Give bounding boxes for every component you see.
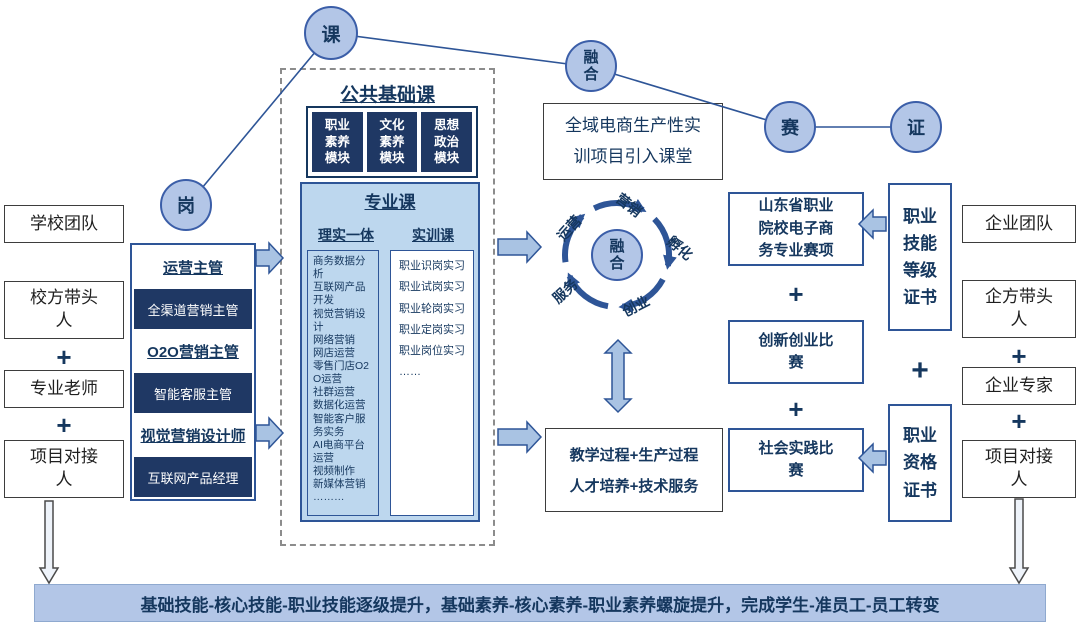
competition-box-social-practice: 社会实践比赛	[728, 428, 864, 492]
enterprise-leader-box: 企方带头人	[962, 280, 1076, 338]
internship-item: 职业识岗实习	[399, 260, 465, 272]
school-leader-box: 校方带头人	[4, 281, 124, 339]
course-item: AI电商平台运营	[313, 438, 365, 464]
arrow-enterprise-to-banner	[1008, 498, 1030, 585]
internship-item: 职业岗位实习	[399, 345, 465, 358]
arrow-curriculum-to-process	[497, 420, 543, 454]
cycle-label-service: 服务	[549, 275, 581, 307]
circle-certificate-label: 证	[907, 118, 925, 138]
course-item: 智能客户服务实务	[313, 412, 366, 438]
col-header-theory-practice: 理实一体	[318, 227, 374, 243]
circle-competition-label: 赛	[781, 118, 799, 138]
circle-course: 课	[304, 6, 358, 60]
training-project-box: 全域电商生产性实训项目引入课堂	[543, 103, 723, 180]
plus-sign: +	[788, 394, 804, 424]
arrow-school-to-banner	[38, 500, 60, 585]
internship-item: ……	[399, 366, 421, 379]
job-item: 运营主管	[134, 247, 252, 287]
fusion-cycle-label: 融合	[609, 237, 625, 272]
major-course-title: 专业课	[364, 193, 416, 212]
double-arrow-cycle-process	[603, 338, 633, 414]
job-item: 互联网产品经理	[134, 457, 252, 497]
course-item: 零售门店O2O运营	[313, 360, 370, 386]
enterprise-team-box: 企业团队	[962, 205, 1076, 243]
circle-certificate: 证	[890, 101, 942, 153]
enterprise-liaison-box: 项目对接人	[962, 440, 1076, 498]
col-header-training: 实训课	[412, 227, 454, 243]
public-course-title: 公共基础课	[339, 85, 435, 106]
circle-competition: 赛	[764, 101, 816, 153]
course-item: 数据化运营	[313, 399, 366, 412]
course-item: 新媒体营销	[313, 478, 366, 491]
competition-box-provincial: 山东省职业院校电子商务专业赛项	[728, 192, 864, 266]
cycle-label-entrepreneurship: 创业	[619, 292, 653, 320]
public-course-modules: 职业素养模块 文化素养模块 思想政治模块	[306, 106, 478, 178]
skill-certificate-box: 职业技能等级证书	[888, 183, 952, 331]
plus-sign: +	[56, 410, 72, 440]
long-down-arrows	[38, 498, 1030, 585]
curriculum-dashed-box	[280, 68, 495, 546]
course-item: ………	[313, 491, 345, 504]
internship-list: 职业识岗实习 职业试岗实习 职业轮岗实习 职业定岗实习 职业岗位实习 ……	[390, 250, 474, 516]
course-item: 网络营销	[313, 333, 355, 346]
internship-item: 职业轮岗实习	[399, 302, 465, 315]
module-item: 职业素养模块	[312, 112, 363, 172]
teaching-process-box: 教学过程+生产过程 人才培养+技术服务	[545, 428, 723, 512]
school-team-box: 学校团队	[4, 205, 124, 243]
course-item: 视频制作	[313, 465, 355, 477]
job-item: 视觉营销设计师	[134, 415, 252, 455]
cycle-label-incubation: 孵化	[664, 232, 696, 264]
plus-sign: +	[788, 279, 804, 309]
course-item: 网店运营	[313, 346, 355, 359]
course-item: 社群运营	[313, 386, 355, 399]
theory-practice-list: 商务数据分析 互联网产品开发 视觉营销设计 网络营销 网店运营 零售门店O2O运…	[307, 250, 379, 516]
arrow-jobs-to-curriculum-bottom	[255, 416, 285, 450]
plus-sign: +	[56, 342, 72, 372]
bottom-banner: 基础技能-核心技能-职业技能逐级提升，基础素养-核心素养-职业素养螺旋提升，完成…	[34, 584, 1046, 622]
process-line-1: 教学过程+生产过程	[569, 447, 699, 464]
circle-course-label: 课	[321, 24, 341, 46]
cycle-label-operation: 运营	[553, 212, 585, 244]
cycle-label-marketing: 营销	[613, 190, 645, 220]
circle-post: 岗	[160, 179, 212, 231]
plus-sign: +	[911, 354, 929, 387]
job-item: 智能客服主管	[134, 373, 252, 413]
job-item: O2O营销主管	[134, 331, 252, 371]
circle-fusion-label: 融合	[583, 48, 599, 83]
school-liaison-box: 项目对接人	[4, 440, 124, 498]
process-line-2: 人才培养+技术服务	[569, 478, 699, 495]
arrow-jobs-to-curriculum-top	[255, 241, 285, 275]
course-item: 视觉营销设计	[313, 307, 366, 333]
internship-item: 职业定岗实习	[399, 323, 465, 336]
job-item: 全渠道营销主管	[134, 289, 252, 329]
job-positions-box: 运营主管 全渠道营销主管 O2O营销主管 智能客服主管 视觉营销设计师 互联网产…	[130, 243, 256, 501]
qualification-certificate-box: 职业资格证书	[888, 404, 952, 522]
competition-box-innovation: 创新创业比赛	[728, 320, 864, 384]
circle-fusion: 融合	[565, 40, 617, 92]
course-item: 商务数据分析	[313, 255, 366, 281]
module-item: 文化素养模块	[366, 112, 418, 172]
enterprise-expert-box: 企业专家	[962, 367, 1076, 405]
professional-teacher-box: 专业老师	[4, 370, 124, 408]
fusion-cycle-center: 融合	[591, 229, 643, 281]
plus-sign: +	[1011, 406, 1027, 436]
course-item: 互联网产品开发	[313, 281, 366, 307]
circle-post-label: 岗	[177, 196, 195, 216]
internship-item: 职业试岗实习	[399, 281, 465, 294]
arrow-curriculum-to-cycle	[497, 230, 543, 264]
plus-sign: +	[1011, 341, 1027, 371]
module-item: 思想政治模块	[421, 112, 473, 172]
